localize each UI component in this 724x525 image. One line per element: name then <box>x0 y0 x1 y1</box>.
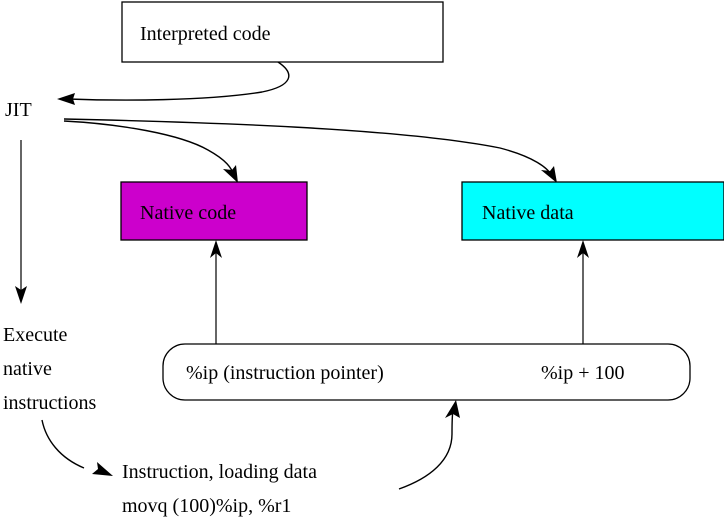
instruction-label-line1: Instruction, loading data <box>122 461 317 483</box>
edge-interpreted-to-jit <box>57 61 290 105</box>
arrowhead-to-native-code <box>223 165 238 183</box>
instruction-label-line2: movq (100)%ip, %r1 <box>122 495 291 517</box>
native-data-label: Native data <box>482 202 574 224</box>
arrowhead-to-native-data <box>541 166 557 183</box>
node-native-code[interactable]: Native code <box>120 181 308 241</box>
edge-ipbox-to-native-data <box>577 240 589 344</box>
arrowhead-to-execute <box>15 286 27 304</box>
edge-jit-to-native-data <box>63 118 557 183</box>
execute-label-line3: instructions <box>3 392 97 414</box>
ip-box-left-label: %ip (instruction pointer) <box>186 362 384 384</box>
node-interpreted-code[interactable]: Interpreted code <box>121 1 444 63</box>
edge-execute-to-instruction <box>41 419 113 476</box>
arrowhead-native-code-bottom <box>210 240 222 258</box>
interpreted-code-rect <box>121 1 444 63</box>
interpreted-code-label: Interpreted code <box>140 23 271 45</box>
arrowhead-to-ipbox <box>445 400 460 418</box>
native-code-label: Native code <box>140 202 236 224</box>
edge-jit-to-execute <box>15 140 27 304</box>
arrowhead-to-instruction <box>92 462 113 476</box>
native-code-rect <box>120 181 308 241</box>
execute-label-line1: Execute <box>3 324 68 346</box>
edge-ipbox-to-native-code <box>210 240 222 344</box>
node-native-data[interactable]: Native data <box>461 181 724 241</box>
edge-jit-to-native-code <box>63 120 238 183</box>
ip-box-right-label: %ip + 100 <box>541 362 625 384</box>
edge-instruction-to-ipbox <box>398 400 460 490</box>
ip-box-rect <box>162 343 691 401</box>
jit-label: JIT <box>5 99 32 121</box>
execute-label-line2: native <box>3 358 52 380</box>
node-ip-box[interactable]: %ip (instruction pointer) %ip + 100 <box>162 343 691 401</box>
arrowhead-to-jit <box>57 93 75 105</box>
native-data-rect <box>461 181 724 241</box>
arrowhead-native-data-bottom <box>577 240 589 258</box>
